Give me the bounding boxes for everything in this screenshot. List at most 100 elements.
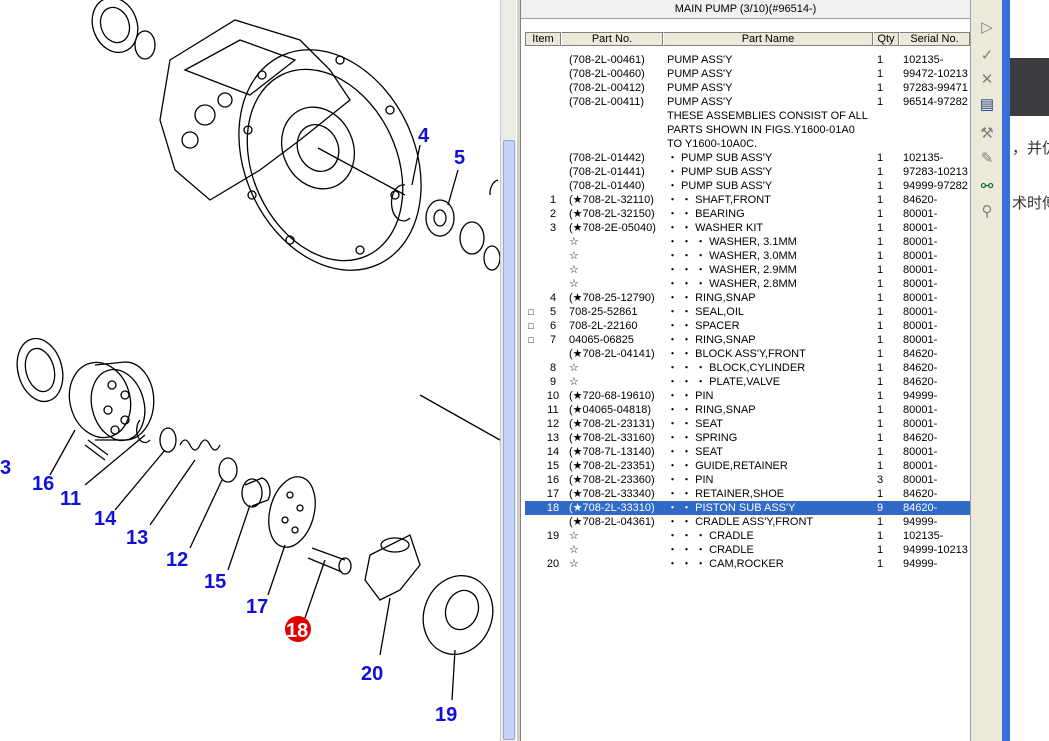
column-header-item[interactable]: Item: [525, 32, 561, 46]
edit-icon[interactable]: ✎: [980, 150, 994, 167]
check-icon[interactable]: ✓: [980, 47, 994, 64]
cell-serial-no: 80001-: [903, 250, 938, 262]
callout-11[interactable]: 11: [60, 488, 81, 510]
callout-4[interactable]: 4: [418, 125, 430, 147]
cell-part-no: ☆: [569, 236, 579, 248]
column-header-serial-no[interactable]: Serial No.: [899, 32, 970, 46]
parts-diagram-pane[interactable]: 4 5 16 11 14 13 12 15 17 18 20 19 3: [0, 0, 500, 741]
cell-part-no: (708-2L-01442): [569, 152, 645, 164]
callout-3[interactable]: 3: [0, 457, 11, 479]
scrollbar-thumb[interactable]: [503, 140, 515, 740]
cell-part-name: ・ ・ ・ WASHER, 3.1MM: [667, 236, 797, 248]
cell-part-no: (708-2L-01440): [569, 180, 645, 192]
cell-item: 11: [547, 404, 559, 416]
cell-part-no: (★708-2E-05040): [569, 222, 656, 234]
cell-item: 18: [546, 502, 560, 514]
table-row[interactable]: TO Y1600-10A0C.: [525, 137, 970, 151]
cell-part-name: ・ ・ ・ WASHER, 2.9MM: [667, 264, 797, 276]
wrench-icon[interactable]: ⚒: [980, 125, 994, 142]
callout-20[interactable]: 20: [361, 663, 383, 685]
close-icon[interactable]: ✕: [980, 71, 994, 88]
table-row[interactable]: PARTS SHOWN IN FIGS.Y1600-01A0: [525, 123, 970, 137]
cell-part-name: ・ PUMP SUB ASS'Y: [667, 152, 773, 164]
cell-serial-no: 80001-: [903, 404, 938, 416]
list-icon[interactable]: ▤: [979, 96, 995, 113]
callout-18[interactable]: 18: [286, 620, 308, 642]
callout-16[interactable]: 16: [32, 473, 54, 495]
row-checkbox[interactable]: □: [528, 335, 534, 345]
callout-5[interactable]: 5: [454, 147, 465, 169]
exploded-parts-diagram[interactable]: 4 5 16 11 14 13 12 15 17 18 20 19 3: [0, 0, 500, 741]
cell-item: 6: [549, 320, 557, 332]
cell-item: 9: [549, 376, 557, 388]
callout-19[interactable]: 19: [435, 704, 457, 726]
cell-part-name: ・ ・ RING,SNAP: [667, 292, 756, 304]
background-text-2: 术时傅: [1012, 195, 1049, 212]
pane-splitter[interactable]: [516, 0, 521, 741]
diagram-vertical-scrollbar[interactable]: [500, 0, 516, 741]
cell-part-no: (★04065-04818): [569, 404, 652, 416]
cell-item: 16: [546, 474, 560, 486]
cell-serial-no: 99472-10213: [903, 68, 968, 80]
cell-qty: 1: [877, 404, 884, 416]
column-header-part-name[interactable]: Part Name: [663, 32, 873, 46]
callout-13[interactable]: 13: [126, 527, 148, 549]
cell-item: 5: [549, 306, 557, 318]
cell-qty: 1: [877, 376, 884, 388]
zoom-icon[interactable]: ⚲: [981, 203, 993, 220]
callout-18-highlight[interactable]: [285, 616, 311, 642]
callout-17[interactable]: 17: [246, 596, 268, 618]
play-icon[interactable]: ▷: [981, 19, 993, 36]
row-checkbox[interactable]: □: [528, 307, 534, 317]
cell-qty: 3: [877, 474, 884, 486]
column-header-qty[interactable]: Qty: [873, 32, 899, 46]
cell-qty: 1: [877, 54, 884, 66]
binoculars-icon[interactable]: ⚯: [980, 178, 994, 195]
row-checkbox[interactable]: □: [528, 321, 534, 331]
column-header-part-no[interactable]: Part No.: [561, 32, 663, 46]
callout-12[interactable]: 12: [166, 549, 188, 571]
cell-part-name: ・ ・ SEAT: [667, 418, 724, 430]
cell-part-name: ・ ・ SHAFT,FRONT: [667, 194, 771, 206]
callout-15[interactable]: 15: [204, 571, 226, 593]
cell-serial-no: 80001-: [903, 222, 938, 234]
cell-serial-no: 102135-: [903, 54, 944, 66]
callout-14[interactable]: 14: [94, 508, 117, 530]
cell-part-no: 708-25-52861: [569, 306, 638, 318]
table-row[interactable]: THESE ASSEMBLIES CONSIST OF ALL: [525, 109, 970, 123]
